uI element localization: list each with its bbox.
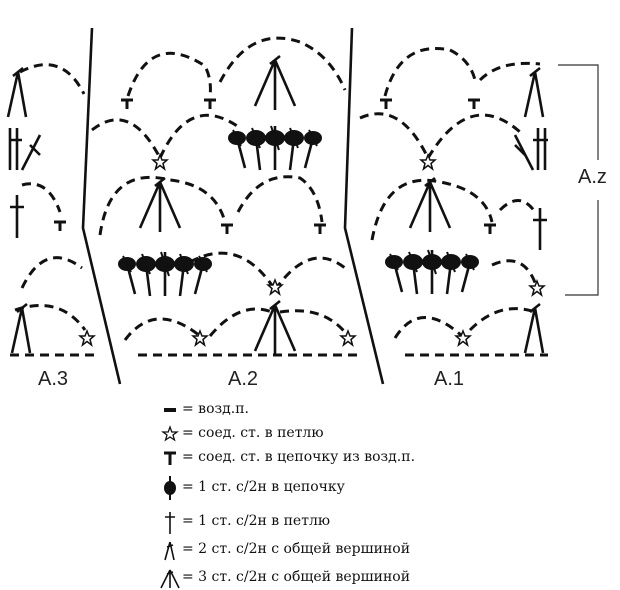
chain-arcs — [10, 36, 548, 357]
star-marks — [79, 154, 545, 346]
star-icon — [161, 425, 179, 442]
three-treble-cluster-icon — [160, 569, 180, 589]
treble-stitch-icon — [165, 512, 175, 534]
chart-label-a2: A.2 — [228, 368, 259, 390]
chart-label-a1: A.1 — [434, 368, 465, 390]
crochet-chart — [6, 27, 599, 385]
two-treble-cluster-icon — [164, 541, 175, 561]
chain-stitch-icon — [164, 408, 176, 412]
chart-label-a3: A.3 — [38, 368, 69, 390]
section-dividers — [81, 27, 385, 385]
az-bracket — [558, 64, 599, 296]
t-icon — [164, 451, 176, 465]
chart-label-az: A.z — [578, 166, 607, 189]
treble-clusters — [6, 54, 548, 357]
bobble-stitch-icon — [164, 476, 176, 500]
